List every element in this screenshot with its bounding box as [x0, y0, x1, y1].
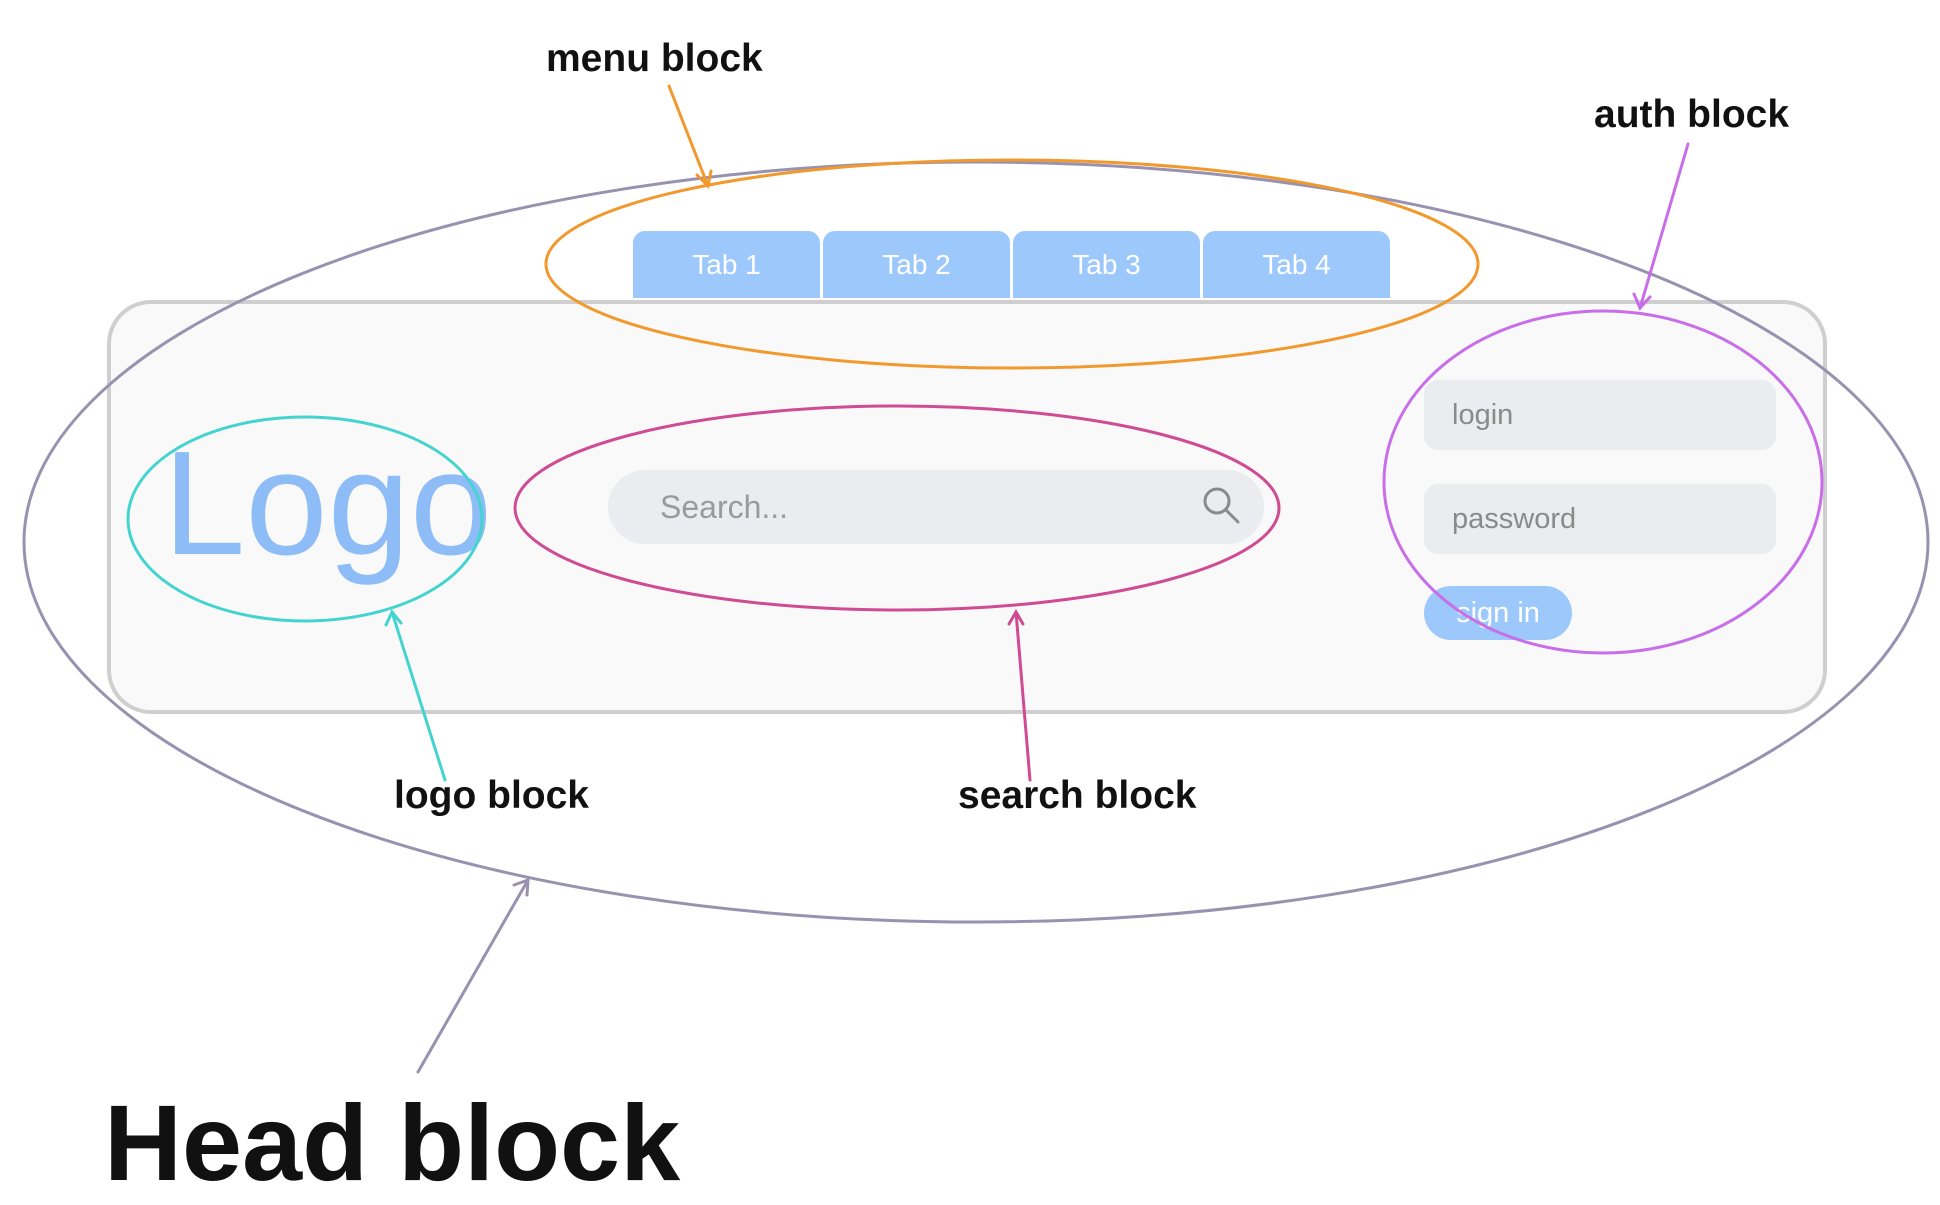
tab-bar: Tab 1 Tab 2 Tab 3 Tab 4 — [633, 231, 1390, 298]
auth-arrow — [1632, 142, 1690, 311]
tab-1[interactable]: Tab 1 — [633, 231, 820, 298]
search-block-label: search block — [958, 774, 1197, 817]
head-block-label: Head block — [104, 1082, 681, 1203]
login-field[interactable]: login — [1424, 380, 1776, 450]
search-icon[interactable] — [1200, 484, 1242, 526]
menu-block-label: menu block — [546, 37, 763, 80]
password-field[interactable]: password — [1424, 484, 1776, 554]
auth-block-label: auth block — [1594, 93, 1790, 136]
logo-block-label: logo block — [394, 774, 589, 817]
search-arrow — [1007, 609, 1032, 782]
search-input[interactable]: Search... — [608, 470, 1264, 544]
tab-2[interactable]: Tab 2 — [823, 231, 1010, 298]
search-placeholder: Search... — [660, 488, 789, 525]
menu-block-ellipse — [544, 158, 1480, 370]
auth-block-ellipse — [1382, 309, 1824, 655]
tab-4[interactable]: Tab 4 — [1203, 231, 1390, 298]
search-block-ellipse — [513, 404, 1281, 612]
menu-arrow — [667, 84, 713, 190]
head-block-ellipse — [22, 160, 1930, 924]
logo-arrow — [384, 609, 447, 782]
tab-3[interactable]: Tab 3 — [1013, 231, 1200, 298]
logo-block-ellipse — [126, 415, 484, 623]
head-arrow — [416, 877, 530, 1074]
logo-text[interactable]: Logo — [163, 421, 493, 586]
